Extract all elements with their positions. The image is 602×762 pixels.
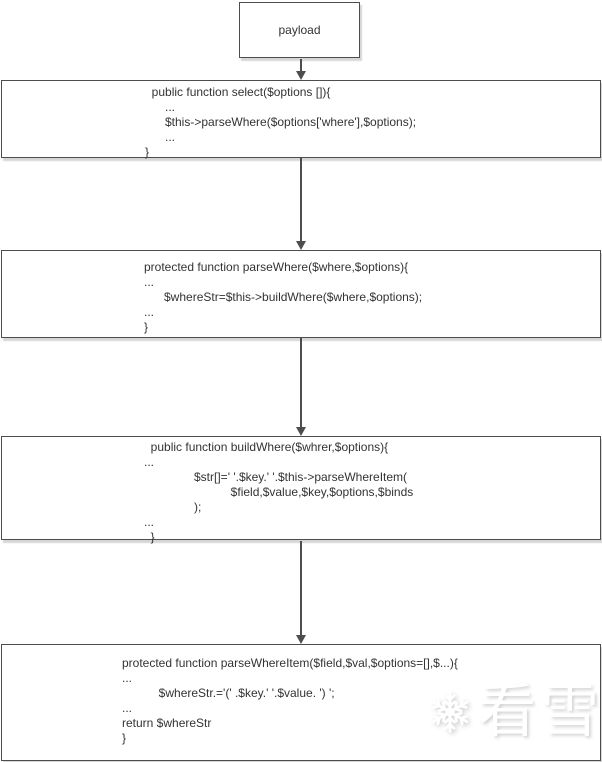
parsewhere-function-code: protected function parseWhere($where,$op…: [144, 260, 423, 334]
arrow-head-icon: [295, 635, 306, 644]
arrow-head-icon: [295, 71, 306, 80]
arrow-head-icon: [295, 427, 306, 436]
flow-arrow-payload-to-select: [295, 59, 307, 80]
select-function-code: public function select($options []){ ...…: [145, 85, 417, 159]
payload-label: payload: [278, 23, 321, 37]
arrow-line: [300, 59, 302, 73]
arrow-line: [300, 541, 302, 637]
payload-node: payload: [239, 2, 360, 58]
select-function-node: public function select($options []){ ...…: [1, 80, 601, 159]
flow-arrow-select-to-parsewhere: [295, 158, 307, 250]
flow-arrow-parsewhere-to-buildwhere: [295, 338, 307, 436]
buildwhere-function-code: public function buildWhere($whrer,$optio…: [144, 440, 414, 544]
arrow-line: [300, 338, 302, 429]
arrow-head-icon: [295, 241, 306, 250]
arrow-line: [300, 158, 302, 243]
buildwhere-function-node: public function buildWhere($whrer,$optio…: [1, 436, 601, 544]
flow-arrow-buildwhere-to-parsewhereitem: [295, 541, 307, 644]
parsewhereitem-function-code: protected function parseWhereItem($field…: [122, 656, 458, 745]
parsewhere-function-node: protected function parseWhere($where,$op…: [1, 250, 601, 338]
parsewhereitem-function-node: protected function parseWhereItem($field…: [1, 644, 601, 761]
